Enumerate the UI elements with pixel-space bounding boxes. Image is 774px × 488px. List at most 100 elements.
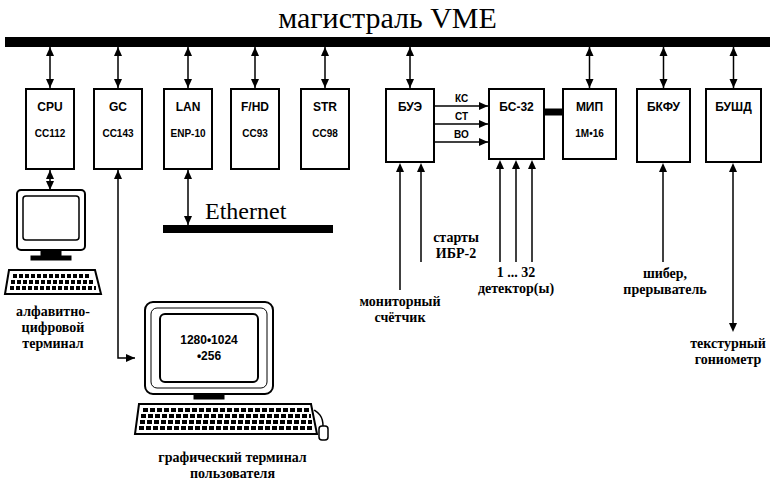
shutter-wire — [662, 170, 664, 262]
arrow-head — [479, 102, 488, 110]
signal-wires — [396, 160, 737, 332]
module-code: 1M•16 — [575, 128, 604, 140]
signal-source-label: текстурный гониометр — [686, 336, 770, 368]
signal-label: КС — [454, 93, 469, 105]
module-name: GC — [109, 100, 127, 114]
module-name: STR — [313, 100, 337, 114]
arrow-head — [184, 170, 192, 179]
module-box: БС-32 — [488, 88, 545, 160]
arrow-head — [729, 163, 737, 172]
key-row — [10, 286, 96, 290]
module-code: CC98 — [312, 128, 338, 140]
connector — [545, 112, 562, 113]
goniometer-wire — [732, 170, 734, 325]
arrow-head — [46, 170, 54, 179]
arrow-head — [251, 79, 259, 88]
connector — [321, 47, 329, 88]
key-row — [141, 414, 311, 418]
arrow-head — [251, 47, 259, 56]
detector-wire — [515, 167, 517, 262]
terminal: графический терминал пользователя 1280•10… — [135, 300, 330, 482]
arrow-head — [729, 323, 737, 332]
key-row — [139, 426, 314, 430]
arrow-head — [406, 47, 414, 56]
monitor-counter-wire — [399, 170, 401, 290]
module-name: БУЭ — [398, 100, 422, 114]
connector — [184, 170, 192, 225]
module-box: STR CC98 — [300, 88, 350, 170]
connector — [730, 47, 738, 88]
arrow-head — [479, 138, 488, 146]
connector — [114, 170, 135, 362]
connector — [46, 47, 54, 88]
arrow-head — [126, 354, 135, 362]
key-row — [140, 420, 312, 424]
module-box: GCCC143 — [93, 88, 143, 170]
key-row — [13, 274, 91, 278]
alphanumeric-terminal-drawing — [5, 190, 101, 294]
module-box: БУЭ — [385, 88, 435, 163]
arrow-head — [730, 47, 738, 56]
signal-label: СТ — [454, 111, 469, 123]
key-row — [143, 408, 309, 412]
connector-layer — [46, 47, 738, 362]
arrow-head — [321, 47, 329, 56]
monitor-bezel — [151, 308, 267, 388]
arrow-head — [417, 163, 425, 172]
graphic-terminal-drawing — [135, 302, 328, 440]
ethernet-line: Ethernet — [163, 225, 333, 233]
module-box: F/HDCC93 — [230, 88, 280, 170]
arrow-head — [586, 79, 594, 88]
key-row — [11, 280, 93, 284]
module-code: ENP-10 — [170, 128, 205, 140]
network-label: Ethernet — [205, 199, 286, 223]
monitor-screen — [23, 196, 79, 240]
mouse-cord — [314, 410, 323, 426]
arrow-head — [184, 216, 192, 225]
arrow-head — [114, 79, 122, 88]
monitor-body — [145, 302, 273, 394]
module-box: БУШД — [705, 88, 762, 163]
connector — [406, 47, 414, 88]
vme-bus: магистраль VME — [5, 37, 770, 47]
arrow-head — [586, 47, 594, 56]
arrow-head — [114, 47, 122, 56]
detector-wire — [531, 167, 533, 262]
arrow-head — [46, 181, 54, 190]
module-box: БКФУ — [636, 88, 691, 163]
module-name: LAN — [176, 100, 201, 114]
connector — [586, 47, 594, 88]
module-box: LAN ENP-10 — [163, 88, 213, 170]
arrow-head — [659, 163, 667, 172]
module-name: БКФУ — [647, 100, 680, 114]
mouse — [319, 426, 328, 440]
screen: 1280•1024 •256 — [159, 313, 259, 383]
signal-source-label: 1 ... 32 — [481, 265, 551, 281]
signal-source-label: шибер, прерыватель — [617, 266, 713, 298]
module-name: БУШД — [715, 100, 751, 114]
connector-line — [118, 170, 135, 358]
terminal-caption: алфавитно-цифровой терминал — [3, 304, 103, 352]
signal-source-label: мониторный счётчик — [345, 294, 455, 326]
terminal-caption: графический терминал пользователя — [135, 450, 330, 482]
arrow-head — [46, 47, 54, 56]
keyboard — [135, 404, 317, 434]
arrow-head — [396, 163, 404, 172]
arrow-head — [184, 47, 192, 56]
module-name: МИП — [576, 100, 603, 114]
connector-line — [545, 109, 562, 116]
arrow-head — [114, 170, 122, 179]
connector — [251, 47, 259, 88]
keyboard — [5, 270, 101, 294]
connector — [114, 47, 122, 88]
connector — [660, 47, 668, 88]
arrow-head — [528, 160, 536, 169]
signal-source-label: детектор(ы) — [471, 281, 561, 297]
arrow-head — [660, 47, 668, 56]
arrow-head — [660, 79, 668, 88]
connector — [184, 47, 192, 88]
arrow-head — [46, 79, 54, 88]
arrow-head — [512, 160, 520, 169]
module-name: CPU — [37, 100, 62, 114]
